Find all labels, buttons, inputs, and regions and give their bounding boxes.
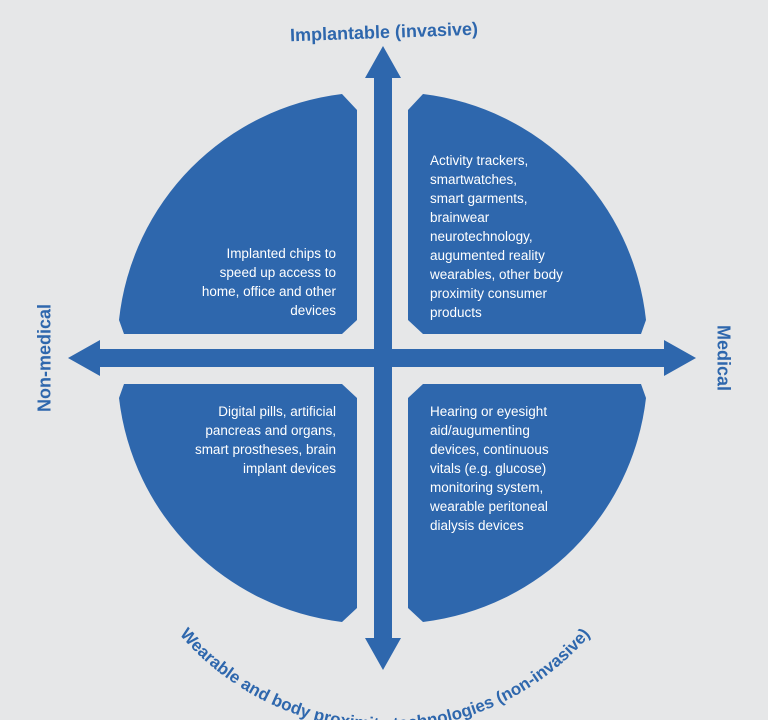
quadrant-text-line: products bbox=[430, 305, 482, 320]
quadrant-shapes bbox=[119, 94, 646, 622]
axis-arrows bbox=[68, 46, 696, 670]
quadrant-bottom-right-shape bbox=[408, 384, 646, 622]
quadrant-top-right-shape bbox=[408, 94, 646, 334]
quadrant-text-line: dialysis devices bbox=[430, 518, 524, 533]
quadrant-text-line: monitoring system, bbox=[430, 480, 544, 495]
quadrant-top-left-shape bbox=[119, 94, 357, 334]
left-arrow-head bbox=[68, 340, 100, 376]
quadrant-text-line: devices bbox=[290, 303, 336, 318]
quadrant-text-line: Hearing or eyesight bbox=[430, 404, 548, 419]
quadrant-text-line: smartwatches, bbox=[430, 172, 518, 187]
horizontal-axis-shaft bbox=[96, 349, 671, 367]
quadrant-text-line: aid/augumenting bbox=[430, 423, 530, 438]
quadrant-text-line: wearables, other body bbox=[430, 267, 563, 282]
up-arrow-head bbox=[365, 46, 401, 78]
quadrant-bottom-left-text: Digital pills, artificial pancreas and o… bbox=[195, 402, 336, 478]
quadrant-text-line: pancreas and organs, bbox=[205, 423, 336, 438]
quadrant-top-left-text: Implanted chips to speed up access to ho… bbox=[202, 244, 336, 320]
quadrant-text-line: devices, continuous bbox=[430, 442, 549, 457]
quadrant-text-line: speed up access to bbox=[219, 265, 336, 280]
quadrant-text-line: proximity consumer bbox=[430, 286, 548, 301]
quadrant-text-line: smart prostheses, brain bbox=[194, 442, 336, 457]
axis-label-right: Medical bbox=[713, 324, 734, 392]
quadrant-bottom-left-shape bbox=[119, 384, 357, 622]
quadrant-text-line: wearable peritoneal bbox=[430, 499, 548, 514]
quadrant-text-line: brainwear bbox=[430, 210, 490, 225]
right-arrow-head bbox=[664, 340, 696, 376]
quadrant-text-line: Digital pills, artificial bbox=[218, 404, 336, 419]
quadrant-text-line: home, office and other bbox=[201, 284, 336, 299]
quadrant-top-right-text: Activity trackers, smartwatches, smart g… bbox=[430, 151, 563, 322]
down-arrow-head bbox=[365, 638, 401, 670]
quadrant-text-line: smart garments, bbox=[430, 191, 528, 206]
quadrant-text-line: implant devices bbox=[242, 461, 336, 476]
quadrant-text-line: Activity trackers, bbox=[430, 153, 529, 168]
axis-label-left: Non-medical bbox=[34, 303, 55, 413]
quadrant-text-line: neurotechnology, bbox=[430, 229, 533, 244]
quadrant-text-line: vitals (e.g. glucose) bbox=[430, 461, 547, 476]
quadrant-text-line: Implanted chips to bbox=[226, 246, 336, 261]
quadrant-bottom-right-text: Hearing or eyesight aid/augumenting devi… bbox=[430, 402, 549, 535]
quadrant-text-line: augumented reality bbox=[430, 248, 545, 263]
